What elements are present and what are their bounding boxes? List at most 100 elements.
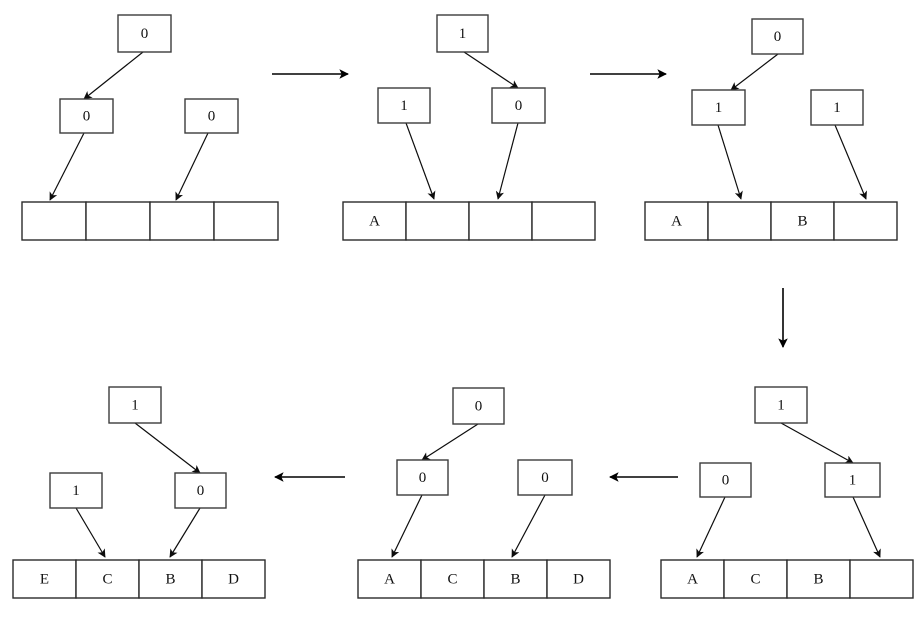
- left-detached-node[interactable]: 1: [377, 87, 431, 124]
- root-node-label: 1: [777, 397, 785, 413]
- array-cell-2-box: [770, 201, 835, 241]
- root-node-label: 1: [459, 26, 467, 42]
- left-detached-node-box: [49, 472, 103, 509]
- array-cell-0[interactable]: A: [660, 559, 725, 599]
- array-cell-0[interactable]: [21, 201, 87, 241]
- right-detached-node[interactable]: 0: [517, 459, 573, 496]
- right-detached-node[interactable]: 0: [184, 98, 239, 134]
- root-node-box: [754, 386, 808, 424]
- root-node[interactable]: 1: [436, 14, 489, 53]
- right-child-node[interactable]: 1: [824, 462, 881, 498]
- root-node[interactable]: 1: [754, 386, 808, 424]
- edge-right-to-slot3: [852, 496, 881, 558]
- array-cell-0[interactable]: A: [357, 559, 422, 599]
- array-row: A: [342, 201, 596, 241]
- array-cell-3-label: D: [573, 571, 584, 587]
- right-detached-node-label: 1: [833, 100, 841, 116]
- array-cell-2-label: B: [165, 571, 175, 587]
- array-cell-3[interactable]: D: [546, 559, 611, 599]
- edge-right-to-slot2: [169, 507, 201, 558]
- flow-arrows-layer: [272, 69, 788, 482]
- edge-root-to-left: [83, 51, 144, 100]
- array-cell-2-label: B: [813, 571, 823, 587]
- array-cell-2[interactable]: B: [786, 559, 851, 599]
- left-child-node[interactable]: 0: [59, 98, 114, 134]
- left-child-node-label: 1: [715, 100, 723, 116]
- array-cell-0-label: A: [687, 571, 698, 587]
- left-child-node[interactable]: 0: [396, 459, 449, 496]
- left-detached-node[interactable]: 0: [699, 462, 752, 498]
- array-cell-0-box: [12, 559, 77, 599]
- array-cell-3-label: D: [228, 571, 239, 587]
- array-cell-2[interactable]: B: [483, 559, 548, 599]
- edge-detached-to-slot2: [511, 494, 546, 558]
- array-cell-0[interactable]: E: [12, 559, 77, 599]
- array-cell-1[interactable]: C: [75, 559, 140, 599]
- root-node-label: 1: [131, 397, 139, 413]
- array-cell-0[interactable]: A: [342, 201, 407, 241]
- right-child-node-box: [174, 472, 227, 509]
- root-node[interactable]: 0: [452, 387, 505, 425]
- right-child-node[interactable]: 0: [174, 472, 227, 509]
- array-cell-0-label: A: [671, 213, 682, 229]
- array-cell-2-box: [138, 559, 203, 599]
- array-cell-0[interactable]: A: [644, 201, 709, 241]
- array-cell-1[interactable]: [707, 201, 772, 241]
- left-detached-node-label: 1: [400, 98, 408, 114]
- array-cell-1[interactable]: [85, 201, 151, 241]
- array-cell-3-box: [833, 201, 898, 241]
- right-child-node-box: [491, 87, 546, 124]
- root-node[interactable]: 1: [108, 386, 162, 424]
- array-cell-1-label: C: [750, 571, 760, 587]
- root-node-box: [751, 18, 804, 55]
- array-cell-0-label: A: [384, 571, 395, 587]
- root-node-box: [108, 386, 162, 424]
- array-cell-2[interactable]: [149, 201, 215, 241]
- array-cell-3[interactable]: [531, 201, 596, 241]
- array-cell-3-box: [546, 559, 611, 599]
- edge-right-to-slot2: [495, 122, 519, 200]
- right-detached-node[interactable]: 1: [810, 89, 864, 126]
- step-1: 0 0 0: [21, 14, 279, 241]
- array-row: [21, 201, 279, 241]
- root-node[interactable]: 0: [117, 14, 172, 53]
- array-cell-2[interactable]: B: [770, 201, 835, 241]
- array-cell-3-box: [531, 201, 596, 241]
- left-detached-node[interactable]: 1: [49, 472, 103, 509]
- array-cell-0-box: [342, 201, 407, 241]
- array-cell-1-label: C: [102, 571, 112, 587]
- right-child-node-label: 0: [197, 483, 205, 499]
- edge-root-to-right: [134, 422, 201, 474]
- array-cell-1-label: C: [447, 571, 457, 587]
- left-child-node-box: [691, 89, 746, 126]
- root-node[interactable]: 0: [751, 18, 804, 55]
- array-cell-3-box: [201, 559, 266, 599]
- array-cell-3[interactable]: [849, 559, 914, 599]
- array-cell-1[interactable]: C: [420, 559, 485, 599]
- root-node-box: [436, 14, 489, 53]
- right-detached-node-box: [184, 98, 239, 134]
- root-node-label: 0: [475, 398, 483, 414]
- edge-root-to-right: [463, 51, 519, 89]
- array-cell-0-label: E: [40, 571, 49, 587]
- array-cell-2[interactable]: B: [138, 559, 203, 599]
- left-child-node-label: 0: [419, 470, 427, 486]
- array-cell-0-label: A: [369, 213, 380, 229]
- array-cell-3-box: [213, 201, 279, 241]
- array-cell-1[interactable]: [405, 201, 470, 241]
- array-cell-1[interactable]: C: [723, 559, 788, 599]
- array-cell-2[interactable]: [468, 201, 533, 241]
- edge-left-to-slot1: [75, 507, 106, 558]
- array-cell-3[interactable]: [213, 201, 279, 241]
- right-child-node[interactable]: 0: [491, 87, 546, 124]
- array-cell-1-box: [707, 201, 772, 241]
- root-node-box: [117, 14, 172, 53]
- array-cell-3[interactable]: D: [201, 559, 266, 599]
- right-detached-node-label: 0: [208, 108, 216, 124]
- left-child-node-label: 0: [83, 108, 91, 124]
- array-cell-3[interactable]: [833, 201, 898, 241]
- left-child-node[interactable]: 1: [691, 89, 746, 126]
